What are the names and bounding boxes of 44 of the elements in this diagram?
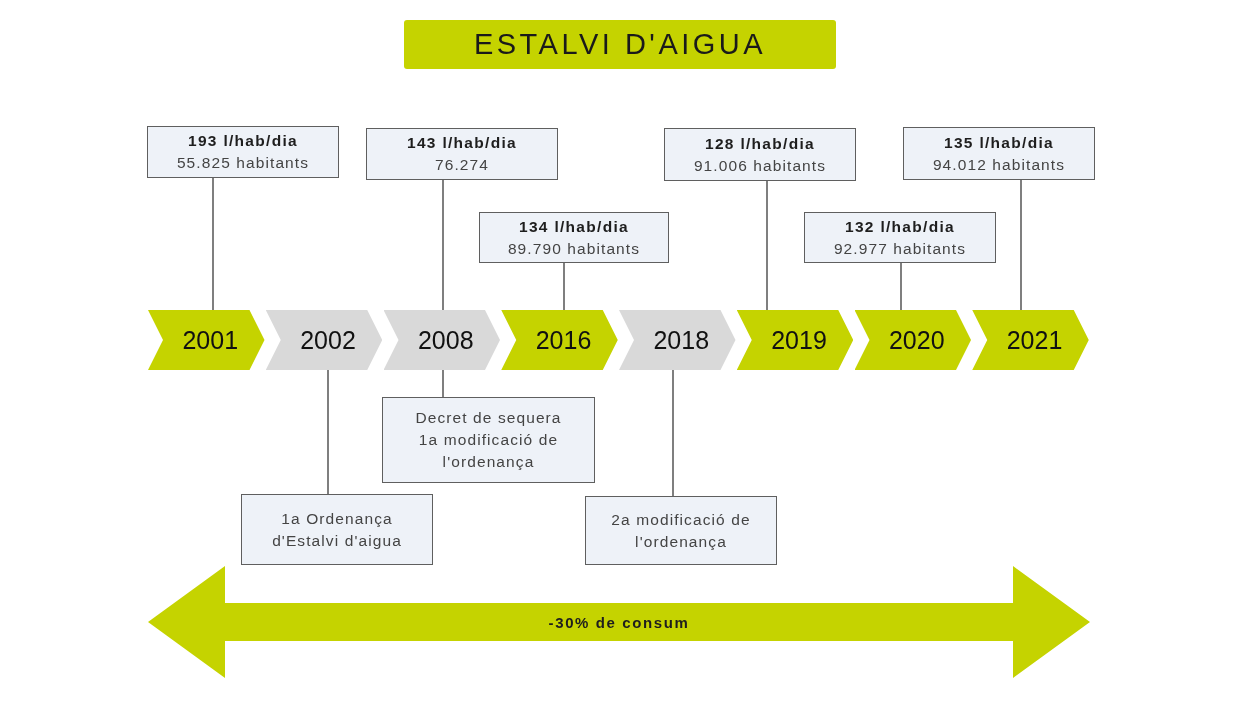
year-label: 2018 [653,325,710,355]
consumption-figure: 135 l/hab/dia [944,132,1054,153]
year-label: 2021 [1006,325,1063,355]
consumption-figure: 132 l/hab/dia [845,216,955,237]
leader-line [563,262,565,311]
event-text: 2a modificació de l'ordenança [610,509,752,552]
leader-line [1020,179,1022,311]
data-card [903,127,1095,180]
leader-line [766,180,768,311]
data-card [366,128,558,180]
arrow-label: -30% de consum [548,613,690,631]
population-figure: 92.977 habitants [833,238,967,259]
year-label: 2020 [888,325,945,355]
population-figure: 91.006 habitants [693,155,827,176]
consumption-figure: 134 l/hab/dia [519,216,629,237]
year-label: 2019 [771,325,827,355]
data-card [664,128,856,181]
population-figure: 94.012 habitants [932,154,1066,175]
leader-line [900,262,902,311]
leader-line [442,179,444,311]
year-label: 2016 [535,325,592,355]
data-card [804,212,996,263]
data-card [479,212,669,263]
consumption-figure: 193 l/hab/dia [188,131,298,151]
population-figure: 76.274 [435,155,489,175]
data-card [147,126,339,178]
leader-line [442,369,444,398]
year-label: 2002 [300,325,356,355]
population-figure: 55.825 habitants [176,153,310,173]
event-text: 1a modificació de l'ordenança [417,430,560,472]
leader-line [212,177,214,311]
leader-line [672,369,674,497]
event-text: Decret de sequera [415,408,562,428]
title-banner: ESTALVI D'AIGUA [404,20,836,69]
consumption-figure: 143 l/hab/dia [407,133,517,153]
event-text: 1a Ordenança d'Estalvi d'aigua [271,508,403,551]
event-card [585,496,777,565]
population-figure: 89.790 habitants [507,238,641,259]
consumption-figure: 128 l/hab/dia [705,133,815,154]
event-card [382,397,595,483]
year-label: 2001 [182,325,239,355]
year-label: 2008 [417,325,474,355]
leader-line [327,369,329,495]
event-card [241,494,433,565]
